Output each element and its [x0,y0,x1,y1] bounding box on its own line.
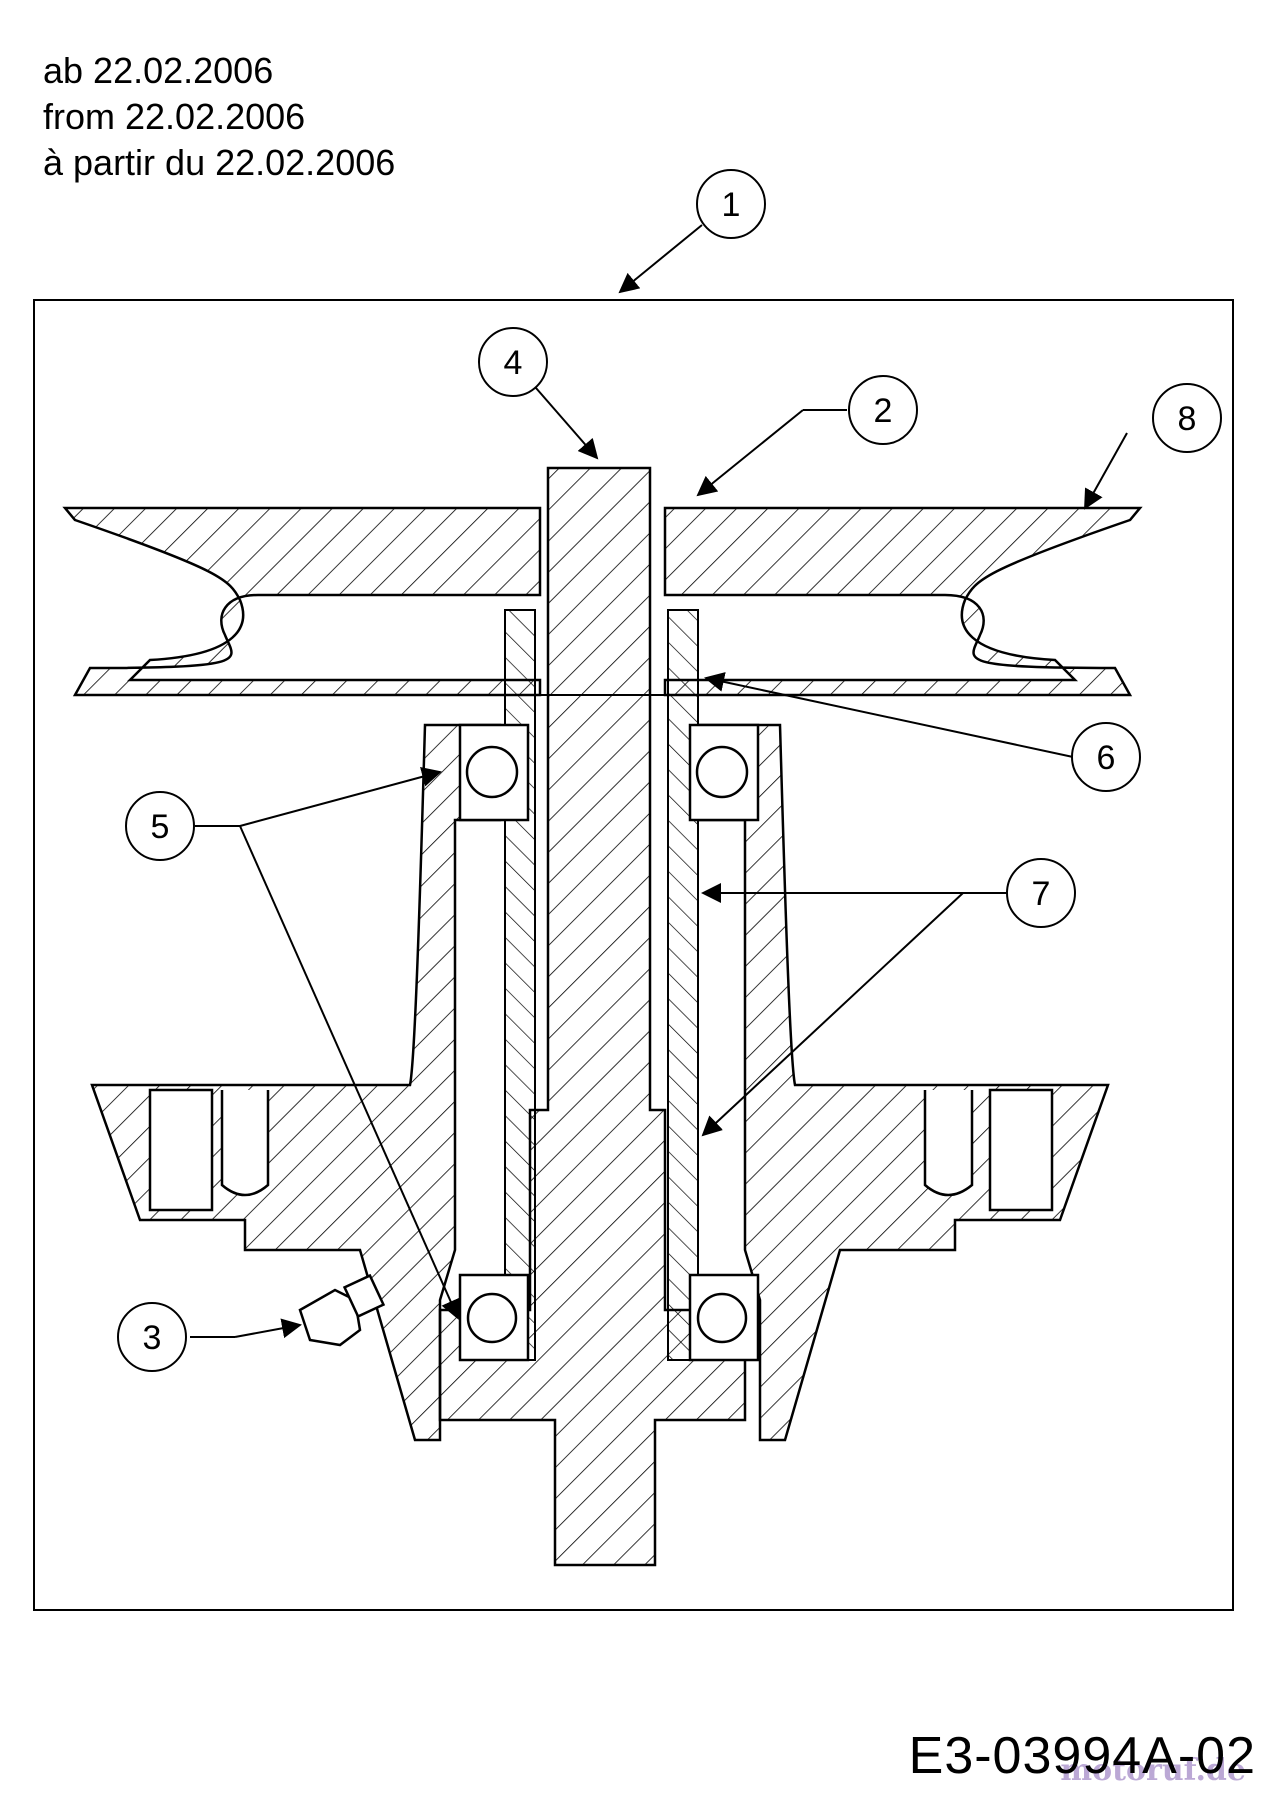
svg-text:1: 1 [722,186,741,224]
validity-line-fr: à partir du 22.02.2006 [43,142,396,183]
callout-7: 7 [1006,858,1076,928]
spindle-housing [90,723,1110,1442]
assembly-frame [33,299,1234,1611]
svg-text:3: 3 [143,1319,162,1357]
watermark-logo: motoruf.de [1060,1753,1246,1788]
leader-lines [190,224,1128,1339]
bearings [458,723,760,1362]
callout-5: 5 [125,791,195,861]
grease-fitting [298,1273,386,1347]
callout-4: 4 [478,327,548,397]
svg-text:5: 5 [151,808,170,846]
validity-line-de: ab 22.02.2006 [43,50,274,91]
callout-1: 1 [696,169,766,239]
callout-6: 6 [1071,722,1141,792]
spindle-shaft [438,466,747,1567]
svg-text:4: 4 [504,344,523,382]
callout-3: 3 [117,1302,187,1372]
svg-text:8: 8 [1178,400,1197,438]
svg-text:7: 7 [1032,875,1051,913]
svg-text:2: 2 [874,392,893,430]
callout-8: 8 [1152,383,1222,453]
pulley [62,506,1143,697]
validity-line-en: from 22.02.2006 [43,96,306,137]
drawing-code: E3-03994A-02 [908,1727,1256,1785]
callout-2: 2 [848,375,918,445]
svg-text:6: 6 [1097,739,1116,777]
validity-note: ab 22.02.2006 from 22.02.2006 à partir d… [43,48,395,186]
